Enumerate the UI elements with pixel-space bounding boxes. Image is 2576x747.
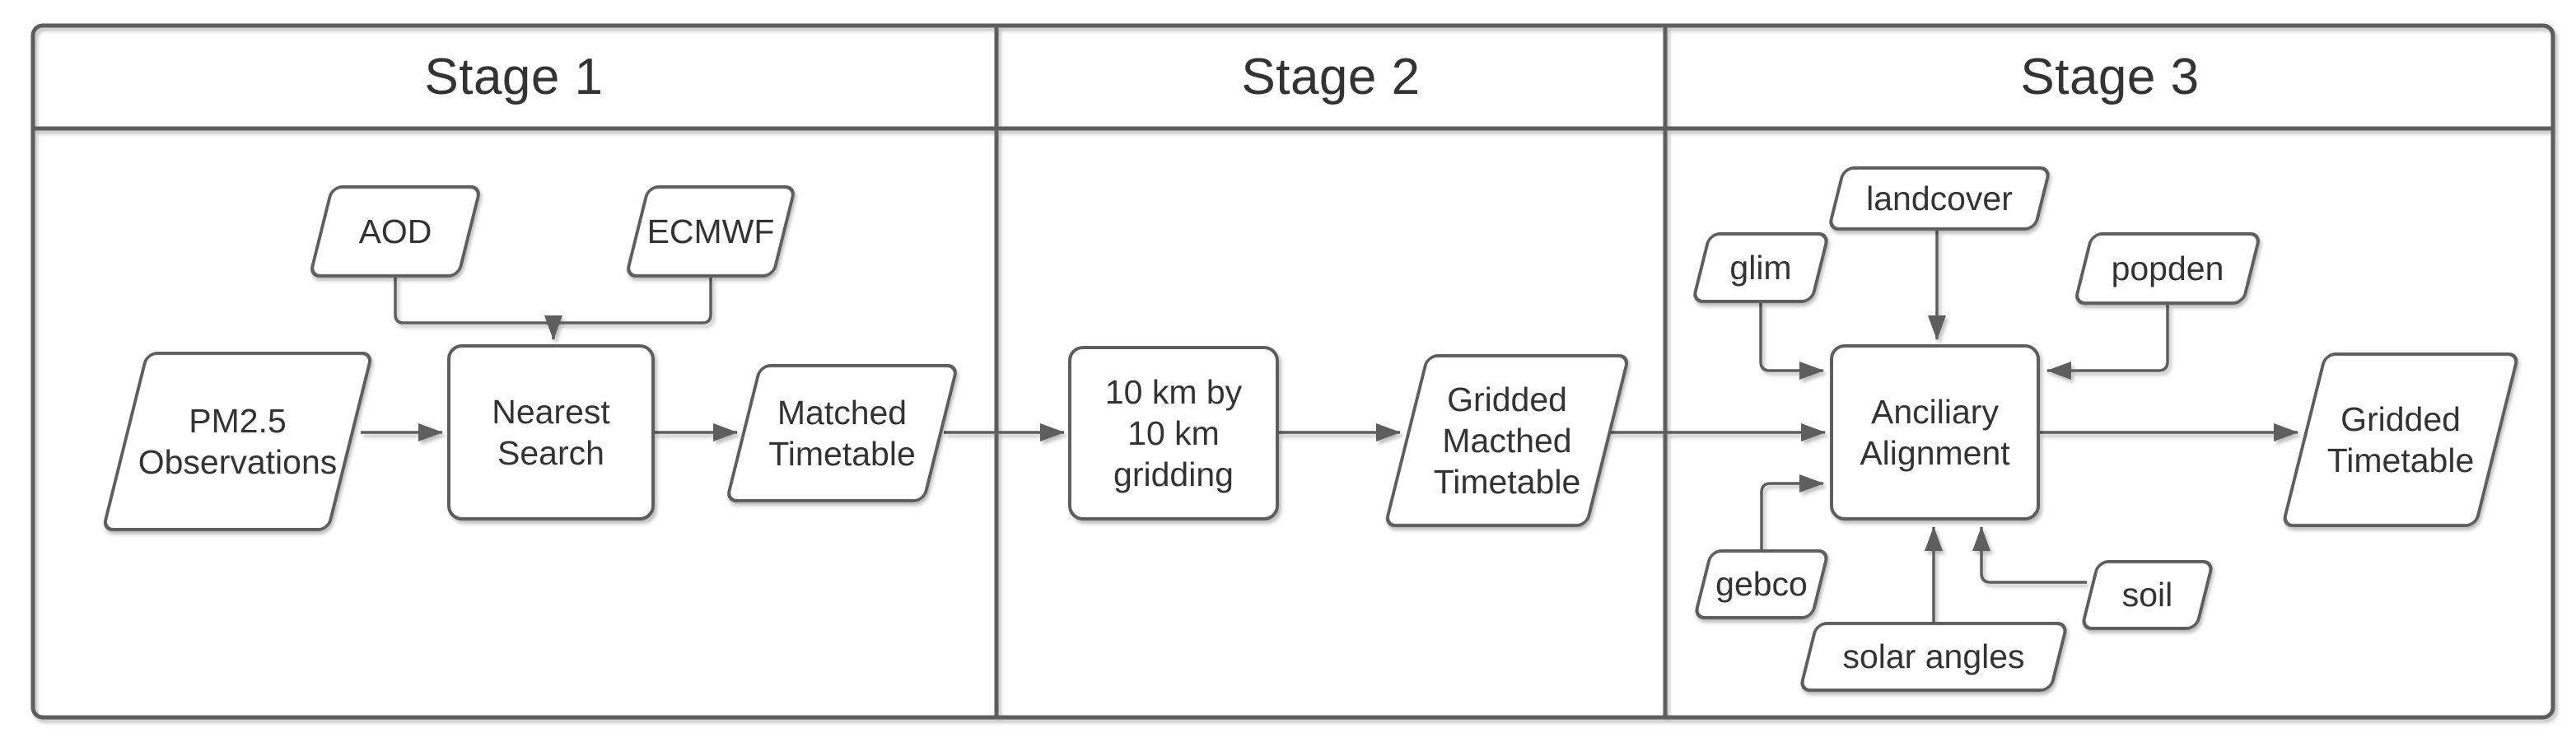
soil-label: soil — [2121, 576, 2173, 614]
node-glim: glim — [1691, 232, 1831, 303]
edge-soil-to-anciliary — [1972, 526, 2087, 584]
glim-label: glim — [1729, 248, 1792, 287]
edge-glim-to-anciliary — [1759, 303, 1824, 380]
popden-label: popden — [2111, 249, 2224, 287]
stage3-header: Stage 3 — [2020, 49, 2200, 105]
ecmwf-label: ECMWF — [646, 212, 775, 250]
anciliary-alignment-label: Anciliary Alignment — [1860, 392, 2010, 472]
node-matched-timetable: Matched Timetable — [725, 364, 959, 502]
node-anciliary-alignment: Anciliary Alignment — [1830, 344, 2040, 521]
nearest-search-label: Nearest Search — [492, 392, 610, 472]
gridded-macthed-label: Gridded Macthed Timetable — [1433, 380, 1581, 501]
frame-outline — [30, 23, 2555, 720]
node-soil: soil — [2079, 560, 2215, 630]
node-solar-angles: solar angles — [1798, 622, 2070, 692]
node-nearest-search: Nearest Search — [447, 344, 655, 521]
edge-aod-to-nearest-search — [394, 278, 562, 340]
matched-timetable-label: Matched Timetable — [768, 393, 916, 473]
nearest-search-rect — [447, 344, 655, 521]
edges — [361, 231, 2298, 622]
node-gebco: gebco — [1692, 549, 1831, 619]
edge-popden-to-anciliary — [2046, 305, 2169, 380]
node-aod: AOD — [308, 185, 483, 278]
node-pm25-observations: PM2.5 Observations — [100, 352, 375, 531]
aod-label: AOD — [358, 212, 432, 250]
node-landcover: landcover — [1827, 166, 2052, 231]
gridding-rect — [1068, 346, 1279, 521]
node-gridding: 10 km by 10 km gridding — [1068, 346, 1279, 521]
landcover-label: landcover — [1866, 179, 2013, 217]
stage-frame — [30, 23, 2555, 720]
stage1-header: Stage 1 — [424, 49, 604, 105]
edge-ecmwf-to-nearest-search — [552, 278, 712, 332]
node-gridded-timetable: Gridded Timetable — [2280, 352, 2521, 527]
edge-gebco-to-anciliary — [1760, 474, 1824, 549]
pm25-label: PM2.5 Observations — [138, 401, 338, 481]
node-ecmwf: ECMWF — [624, 185, 797, 278]
node-gridded-macthed-timetable: Gridded Macthed Timetable — [1383, 354, 1631, 527]
gridded-timetable-label: Gridded Timetable — [2326, 399, 2475, 479]
anciliary-alignment-rect — [1830, 344, 2040, 521]
stage2-header: Stage 2 — [1241, 49, 1421, 105]
gebco-label: gebco — [1715, 565, 1808, 604]
node-popden: popden — [2073, 232, 2262, 305]
solar-angles-label: solar angles — [1842, 637, 2025, 676]
gridding-label: 10 km by 10 km gridding — [1104, 372, 1243, 493]
